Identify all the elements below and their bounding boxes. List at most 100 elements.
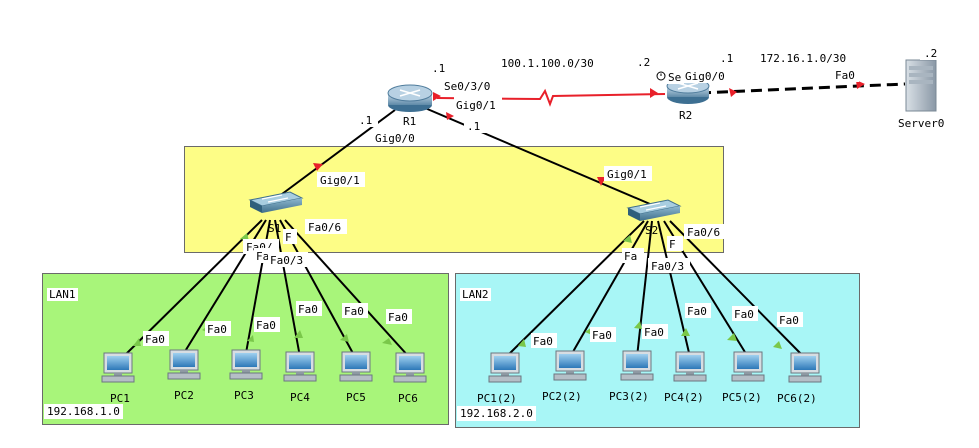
svg-text:Fa0: Fa0 bbox=[207, 323, 227, 336]
svg-text:.1: .1 bbox=[720, 52, 733, 65]
switch-s1[interactable] bbox=[248, 191, 304, 213]
port-r1-se-marker bbox=[433, 92, 441, 101]
clock-icon bbox=[656, 71, 666, 81]
s2-fa-a-label: Fa bbox=[622, 248, 644, 263]
svg-text:Fa0: Fa0 bbox=[256, 319, 276, 332]
port-pc3-2-marker bbox=[634, 321, 642, 329]
svg-text:Fa0/6: Fa0/6 bbox=[308, 221, 341, 234]
s1-fa6-label: Fa0/6 bbox=[305, 219, 347, 234]
switch-s2[interactable] bbox=[626, 199, 682, 221]
switch-icon bbox=[628, 208, 640, 221]
pc-lan2-3-label: PC3(2) bbox=[609, 390, 649, 403]
link-r1-s2 bbox=[424, 107, 651, 205]
svg-text:172.16.1.0/30: 172.16.1.0/30 bbox=[760, 52, 846, 65]
server-host-label: .2 bbox=[920, 45, 942, 60]
pc-lan1-6-label: PC6 bbox=[398, 392, 418, 405]
s2-label: S2 bbox=[645, 224, 658, 237]
link-s1-pc4 bbox=[274, 219, 301, 358]
pc-lan2-2-label: PC2(2) bbox=[542, 390, 582, 403]
pc-icon bbox=[488, 352, 522, 383]
svg-text:Server0: Server0 bbox=[898, 117, 944, 130]
s2-gig-label: Gig0/1 bbox=[604, 166, 652, 181]
svg-text:S1: S1 bbox=[268, 222, 281, 235]
svg-text:Fa0: Fa0 bbox=[388, 311, 408, 324]
s1-fa-c-label: F bbox=[283, 229, 297, 244]
pc-icon bbox=[788, 352, 822, 383]
pc-icon bbox=[283, 351, 317, 382]
port-s2-gig-marker bbox=[597, 177, 606, 186]
pc-lan2-1-label: PC1(2) bbox=[477, 392, 517, 405]
svg-text:Fa0: Fa0 bbox=[835, 69, 855, 82]
pc-icon bbox=[167, 349, 201, 380]
pc-lan2-3-fa-label: Fa0 bbox=[642, 324, 668, 339]
pc-lan1-5-fa-label: Fa0 bbox=[342, 303, 368, 318]
pc-lan1-6[interactable]: PC6 Fa0 bbox=[386, 309, 427, 405]
pc-lan2-1[interactable]: PC1(2) Fa0 bbox=[477, 333, 557, 405]
svg-text:Fa0: Fa0 bbox=[687, 305, 707, 318]
svg-text:Gig0/0: Gig0/0 bbox=[685, 70, 725, 83]
server-0[interactable] bbox=[905, 59, 937, 112]
pc-lan1-4-fa-label: Fa0 bbox=[296, 301, 322, 316]
pc-lan2-5[interactable]: PC5(2)Fa0 bbox=[722, 306, 765, 404]
port-s2-fa1-marker bbox=[623, 235, 632, 243]
svg-text:Se0/3/0: Se0/3/0 bbox=[444, 80, 490, 93]
svg-text:Fa0: Fa0 bbox=[533, 335, 553, 348]
pc-lan1-3-label: PC3 bbox=[234, 389, 254, 402]
link-r1-r2-serial bbox=[436, 88, 666, 107]
pc-icon bbox=[229, 349, 263, 380]
pc-icon bbox=[731, 351, 765, 382]
r1-gig0-label: Gig0/0 bbox=[371, 130, 423, 145]
s1-label: S1 bbox=[268, 222, 281, 235]
pc-lan1-5-label: PC5 bbox=[346, 391, 366, 404]
router-r1[interactable] bbox=[387, 84, 433, 112]
pc-layer: PC1Fa0PC2Fa0PC3Fa0PC4Fa0PC5Fa0PC6Fa0PC1(… bbox=[101, 301, 822, 405]
pc-lan2-6-fa-label: Fa0 bbox=[777, 312, 803, 327]
s2-fa3-label: Fa0/3 bbox=[648, 258, 690, 273]
svg-text:Fa0/6: Fa0/6 bbox=[687, 226, 720, 239]
label-layer: .1 Se0/3/0 100.1.100.0/30 Gig0/1 .1 R1 .… bbox=[243, 45, 944, 273]
pc-lan2-3[interactable]: PC3(2) Fa0 bbox=[609, 324, 668, 403]
svg-text:F: F bbox=[285, 231, 292, 244]
pc-lan1-5[interactable]: PC5 Fa0 bbox=[339, 303, 373, 404]
pc-lan2-2-fa-label: Fa0 bbox=[590, 327, 616, 342]
svg-text:.1: .1 bbox=[467, 120, 480, 133]
svg-text:R2: R2 bbox=[679, 109, 692, 122]
server-fa-label: Fa0 bbox=[833, 67, 859, 82]
pc-lan2-5-fa-label: Fa0 bbox=[732, 306, 758, 321]
svg-text:Gig0/1: Gig0/1 bbox=[456, 99, 496, 112]
pc-lan2-6[interactable]: PC6(2) Fa0 bbox=[777, 312, 822, 405]
pc-icon bbox=[620, 350, 654, 381]
pc-lan1-2-fa-label: Fa0 bbox=[205, 321, 231, 336]
pc-lan1-3[interactable]: PC3 Fa0 bbox=[229, 317, 280, 402]
svg-text:.1: .1 bbox=[432, 62, 445, 75]
port-pc1-marker bbox=[133, 338, 141, 346]
port-pc6-marker bbox=[382, 338, 392, 345]
pc-lan2-4[interactable]: PC4(2)Fa0 bbox=[664, 303, 711, 404]
svg-text:.2: .2 bbox=[637, 56, 650, 69]
pc-lan2-1-fa-label: Fa0 bbox=[531, 333, 557, 348]
pc-icon bbox=[393, 352, 427, 383]
port-pc1-2-marker bbox=[518, 339, 526, 347]
svg-text:R1: R1 bbox=[403, 115, 416, 128]
pc-lan2-6-label: PC6(2) bbox=[777, 392, 817, 405]
svg-text:Fa0: Fa0 bbox=[592, 329, 612, 342]
svg-text:Fa0: Fa0 bbox=[734, 308, 754, 321]
s1-gig-label: Gig0/1 bbox=[317, 172, 365, 187]
port-pc4-2-marker bbox=[681, 328, 690, 336]
s2-fa6-label: Fa0/6 bbox=[684, 224, 726, 239]
lan2-title: LAN2 bbox=[460, 288, 491, 301]
svg-text:Gig0/0: Gig0/0 bbox=[375, 132, 415, 145]
svg-text:Se: Se bbox=[668, 71, 681, 84]
lan1-network-label: 192.168.1.0 bbox=[44, 404, 123, 419]
port-pc5-2-marker bbox=[727, 333, 737, 341]
pc-lan2-4-fa-label: Fa0 bbox=[685, 303, 711, 318]
svg-text:100.1.100.0/30: 100.1.100.0/30 bbox=[501, 57, 594, 70]
r1-gig1-label: Gig0/1 bbox=[454, 97, 502, 112]
port-server-marker bbox=[856, 80, 865, 89]
pc-lan2-2[interactable]: PC2(2) Fa0 bbox=[542, 327, 616, 403]
